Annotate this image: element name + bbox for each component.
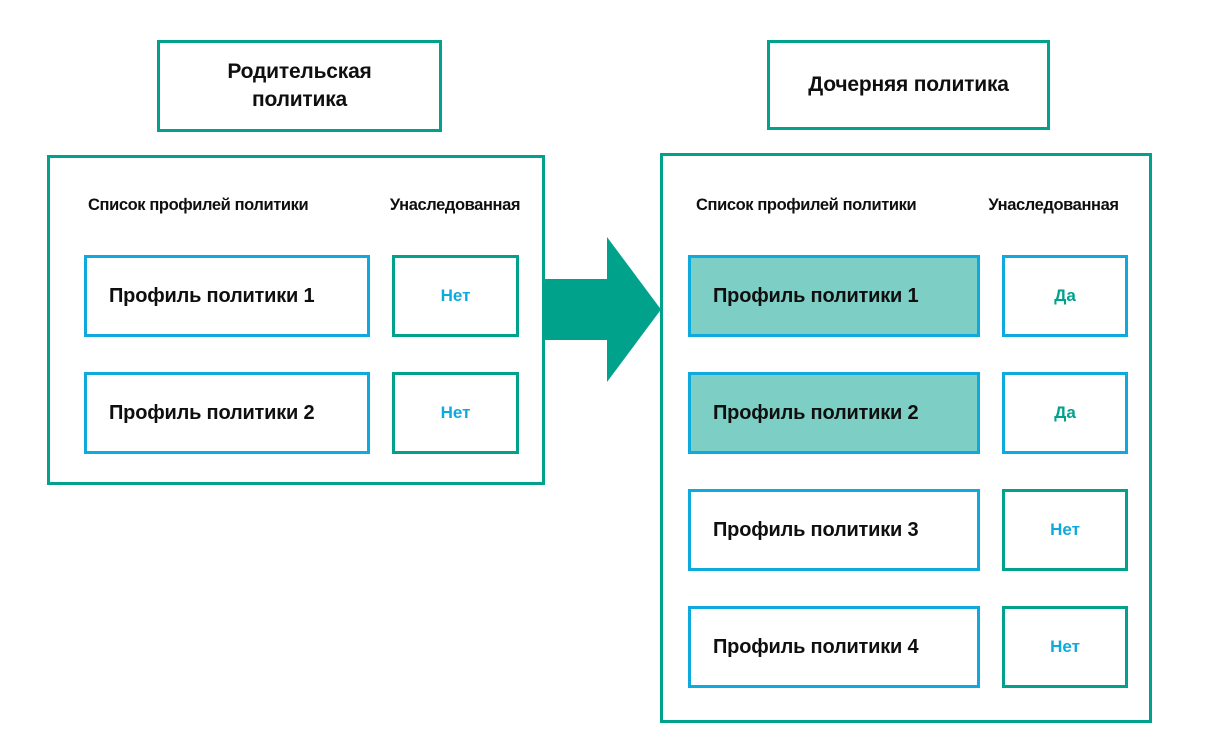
child-header-inherited: Унаследованная — [988, 195, 1119, 214]
parent-policy-title-line2: политика — [251, 88, 348, 111]
parent-header-profiles: Список профилей политики — [88, 195, 309, 214]
inheritance-arrow-right-icon — [545, 237, 661, 382]
parent-inherited-flag-2[interactable]: Нет — [392, 372, 519, 454]
parent-inherited-flag-1[interactable]: Нет — [392, 255, 519, 337]
child-profile-row-2[interactable]: Профиль политики 2 — [688, 372, 980, 454]
parent-policy-title-box: Родительская политика — [157, 40, 442, 132]
child-policy-title-box: Дочерняя политика — [767, 40, 1050, 130]
child-inherited-flag-1[interactable]: Да — [1002, 255, 1128, 337]
parent-profile-row-1[interactable]: Профиль политики 1 — [84, 255, 370, 337]
child-header-profiles: Список профилей политики — [696, 195, 917, 214]
parent-policy-title-text: Родительская политика — [227, 58, 371, 115]
child-inherited-flag-4[interactable]: Нет — [1002, 606, 1128, 688]
parent-profile-row-2[interactable]: Профиль политики 2 — [84, 372, 370, 454]
child-profile-row-1[interactable]: Профиль политики 1 — [688, 255, 980, 337]
parent-policy-title-line1: Родительская — [227, 59, 372, 83]
parent-header-inherited: Унаследованная — [389, 195, 521, 214]
child-policy-title-text: Дочерняя политика — [808, 72, 1009, 96]
child-inherited-flag-2[interactable]: Да — [1002, 372, 1128, 454]
child-profile-row-3[interactable]: Профиль политики 3 — [688, 489, 980, 571]
child-inherited-flag-3[interactable]: Нет — [1002, 489, 1128, 571]
child-profile-row-4[interactable]: Профиль политики 4 — [688, 606, 980, 688]
